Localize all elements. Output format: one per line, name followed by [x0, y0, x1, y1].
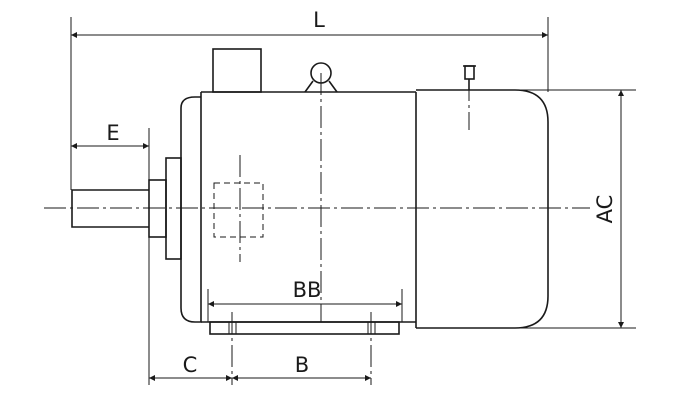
- dimension-AC: AC: [593, 90, 624, 328]
- dimension-E: E: [71, 121, 149, 149]
- terminal-box: [212, 48, 262, 93]
- fan-cover: [416, 89, 549, 329]
- label-AC: AC: [593, 195, 617, 224]
- extension-lines: [70, 17, 636, 385]
- label-E: E: [106, 121, 119, 145]
- front-end-shield: [180, 92, 202, 323]
- centre-lines: [44, 73, 590, 385]
- label-C: C: [183, 353, 198, 377]
- dimension-C: C: [149, 353, 232, 381]
- dimension-L: L: [71, 8, 548, 38]
- terminal-box-hidden-outline: [213, 182, 264, 238]
- dimension-B: B: [232, 353, 371, 381]
- label-BB: BB: [293, 278, 322, 302]
- label-L: L: [313, 8, 325, 32]
- mounting-foot: [209, 321, 400, 335]
- dimension-BB: BB: [208, 278, 402, 307]
- label-B: B: [295, 353, 309, 377]
- foot-bolt-holes: [228, 322, 376, 334]
